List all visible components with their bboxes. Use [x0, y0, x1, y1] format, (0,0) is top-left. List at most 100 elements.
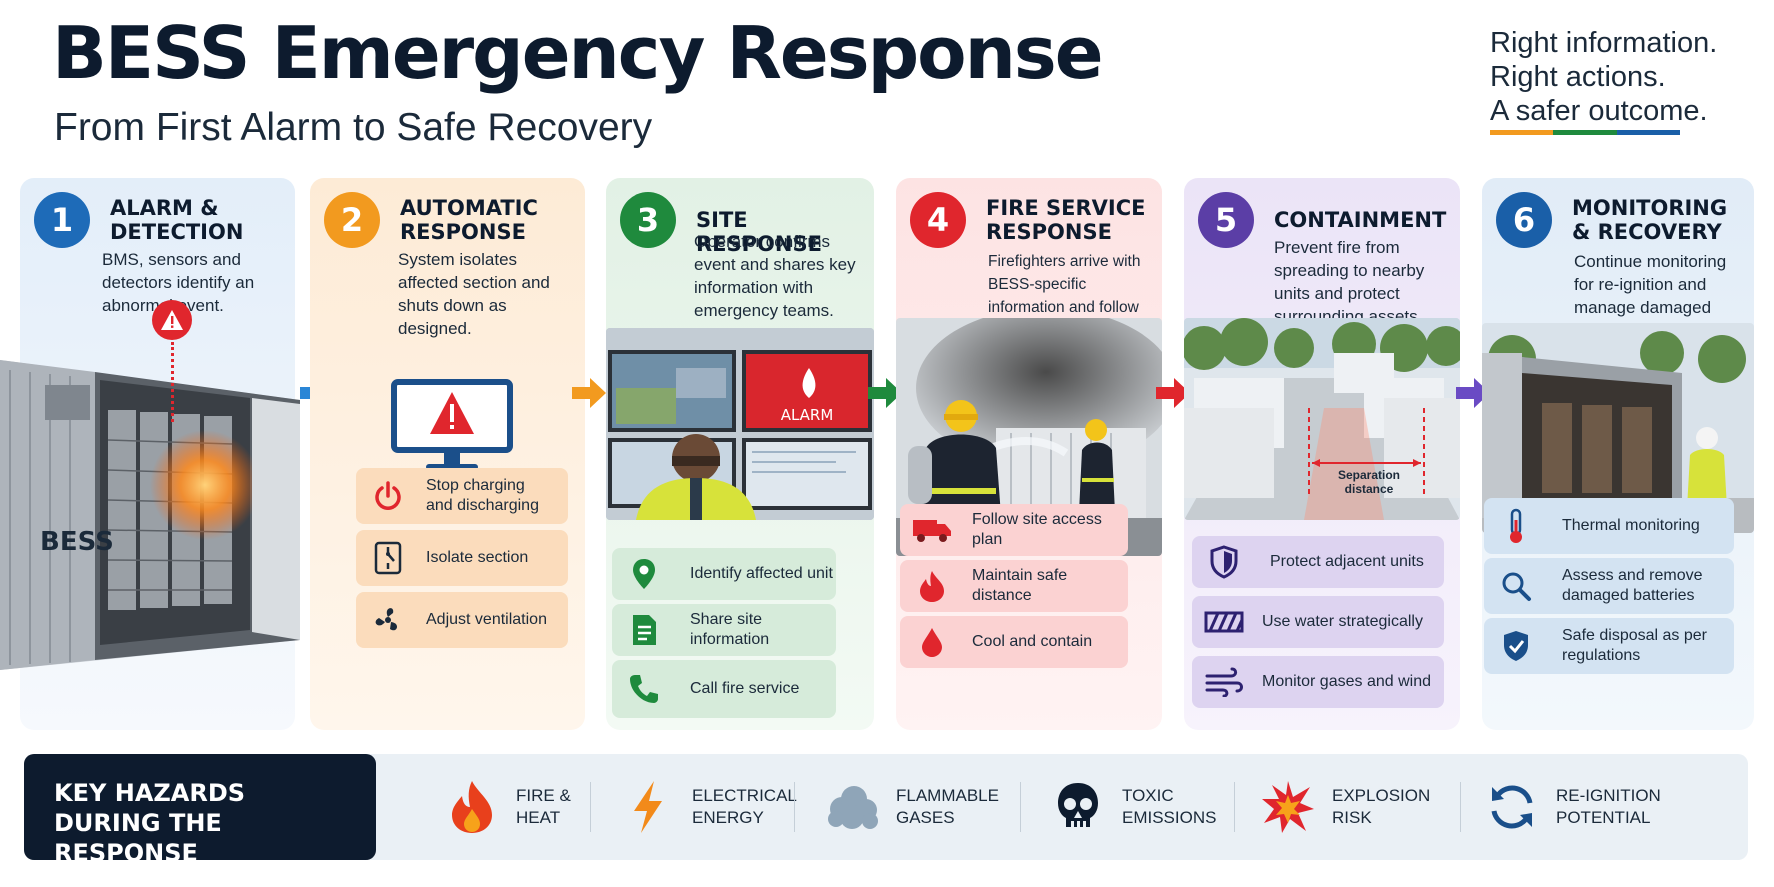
hazard-explosion-risk: Explosion Risk — [1260, 772, 1431, 842]
action-stop-charging: Stop charging and discharging — [356, 468, 568, 524]
lightning-icon — [620, 779, 676, 835]
document-icon — [624, 610, 664, 650]
wind-icon — [1204, 662, 1244, 702]
step-number-badge: 4 — [910, 192, 966, 248]
flow-arrow-icon — [572, 378, 606, 408]
action-label: Stop charging and discharging — [426, 477, 539, 514]
step-description: Firefighters arrive with BESS-specific i… — [988, 253, 1141, 339]
alarm-screen-label: ALARM — [781, 406, 834, 424]
step-title: Monitoring & Recovery — [1572, 196, 1728, 244]
container-label: BESS — [40, 527, 114, 557]
isolation-switch-icon — [368, 538, 408, 578]
control-room-illustration: ALARM — [606, 328, 874, 520]
skull-icon — [1050, 779, 1106, 835]
step-title: Automatic Response — [400, 196, 538, 244]
flow-arrow-icon — [1156, 378, 1190, 408]
tagline-line: Right actions. — [1490, 61, 1666, 93]
action-identify-unit: Identify affected unit — [612, 548, 836, 600]
hazard-label: Fire & Heat — [516, 786, 571, 827]
step-description: Prevent fire from spreading to nearby un… — [1274, 238, 1425, 326]
action-share-info: Share site information — [612, 604, 836, 656]
hazard-label: Toxic Emissions — [1122, 786, 1217, 827]
step-panel-monitoring-recovery: 6 Monitoring & Recovery Continue monitor… — [1482, 178, 1754, 730]
hazard-label: Flammable Gases — [896, 786, 999, 827]
step-description: System isolates affected section and shu… — [398, 250, 550, 338]
action-label: Maintain safe distance — [972, 567, 1068, 604]
hazard-label: Electrical Energy — [692, 786, 797, 827]
action-use-water: Use water strategically — [1192, 596, 1444, 648]
tagline-color-bar — [1490, 130, 1680, 135]
action-list: Stop charging and discharging Isolate se… — [356, 468, 568, 648]
step-title: Fire Service Response — [986, 196, 1146, 244]
action-label: Adjust ventilation — [426, 611, 547, 628]
step-title: Containment — [1274, 208, 1447, 232]
flame-icon — [444, 779, 500, 835]
action-follow-access-plan: Follow site access plan — [900, 504, 1128, 556]
action-label: Share site information — [690, 611, 770, 648]
hazard-electrical-energy: Electrical Energy — [620, 772, 802, 842]
warning-marker-icon — [152, 300, 192, 340]
hazard-re-ignition: Re-ignition Potential — [1484, 772, 1666, 842]
fan-icon — [368, 600, 408, 640]
power-icon — [368, 476, 408, 516]
tagline-line: Right information. — [1490, 27, 1718, 59]
shield-icon — [1204, 542, 1244, 582]
fire-truck-icon — [912, 510, 952, 550]
step-description: Operator confirms event and shares key i… — [694, 232, 856, 320]
action-label: Protect adjacent units — [1270, 553, 1424, 570]
action-label: Monitor gases and wind — [1262, 673, 1431, 690]
step-number-badge: 1 — [34, 192, 90, 248]
step-number-badge: 5 — [1198, 192, 1254, 248]
action-list: Identify affected unit Share site inform… — [612, 548, 836, 718]
action-thermal-monitoring: Thermal monitoring — [1484, 498, 1734, 554]
bess-container-illustration: BESS — [0, 300, 300, 670]
action-protect-adjacent: Protect adjacent units — [1192, 536, 1444, 588]
step-panel-automatic-response: 2 Automatic Response System isolates aff… — [310, 178, 585, 730]
page-subtitle: From First Alarm to Safe Recovery — [54, 106, 653, 149]
action-assess-remove: Assess and remove damaged batteries — [1484, 558, 1734, 614]
hazard-fire-heat: Fire & Heat — [444, 772, 576, 842]
flow-arrow-icon — [868, 378, 902, 408]
step-panel-containment: 5 Containment Prevent fire from spreadin… — [1184, 178, 1460, 730]
action-call-fire-service: Call fire service — [612, 660, 836, 718]
location-pin-icon — [624, 554, 664, 594]
action-monitor-gases: Monitor gases and wind — [1192, 656, 1444, 708]
flow-arrow-icon — [1456, 378, 1490, 408]
gas-cloud-icon — [824, 779, 880, 835]
shield-check-icon — [1496, 626, 1536, 666]
hazard-flammable-gases: Flammable Gases — [824, 772, 999, 842]
action-maintain-distance: Maintain safe distance — [900, 560, 1128, 612]
alarm-monitor-icon — [390, 378, 514, 481]
flame-icon — [912, 566, 952, 606]
action-label: Thermal monitoring — [1562, 517, 1700, 534]
hazards-heading: Key Hazards During the Response — [24, 754, 376, 867]
action-list: Follow site access plan Maintain safe di… — [900, 504, 1128, 668]
action-label: Cool and contain — [972, 633, 1093, 650]
step-number-badge: 3 — [620, 192, 676, 248]
action-label: Safe disposal as per regulations — [1562, 627, 1707, 664]
step-title: Alarm & Detection — [110, 196, 244, 244]
step-panel-site-response: 3 Site Response Operator confirms event … — [606, 178, 874, 730]
action-label: Assess and remove damaged batteries — [1562, 567, 1703, 604]
action-adjust-ventilation: Adjust ventilation — [356, 592, 568, 648]
hazard-label: Explosion Risk — [1332, 786, 1431, 827]
tagline: Right information. Right actions. A safe… — [1490, 26, 1717, 128]
action-label: Identify affected unit — [690, 565, 833, 582]
cycle-arrows-icon — [1484, 779, 1540, 835]
thermometer-icon — [1496, 506, 1536, 546]
action-safe-disposal: Safe disposal as per regulations — [1484, 618, 1734, 674]
action-list: Thermal monitoring Assess and remove dam… — [1484, 498, 1734, 674]
tagline-line: A safer outcome. — [1490, 95, 1708, 127]
action-list: Protect adjacent units Use water strateg… — [1192, 536, 1444, 708]
containment-site-illustration: Separation distance — [1184, 318, 1460, 520]
action-label: Call fire service — [690, 680, 800, 697]
step-description: BMS, sensors and detectors identify an a… — [102, 250, 255, 315]
page-title: BESS Emergency Response — [52, 11, 1104, 95]
water-drop-icon — [912, 622, 952, 662]
step-title: Site Response — [696, 208, 822, 256]
magnifier-icon — [1496, 566, 1536, 606]
action-label: Follow site access plan — [972, 511, 1102, 548]
action-label: Isolate section — [426, 549, 529, 566]
key-hazards-bar: Key Hazards During the Response Fire & H… — [24, 754, 1748, 867]
separation-distance-label: Separation distance — [1337, 468, 1400, 496]
